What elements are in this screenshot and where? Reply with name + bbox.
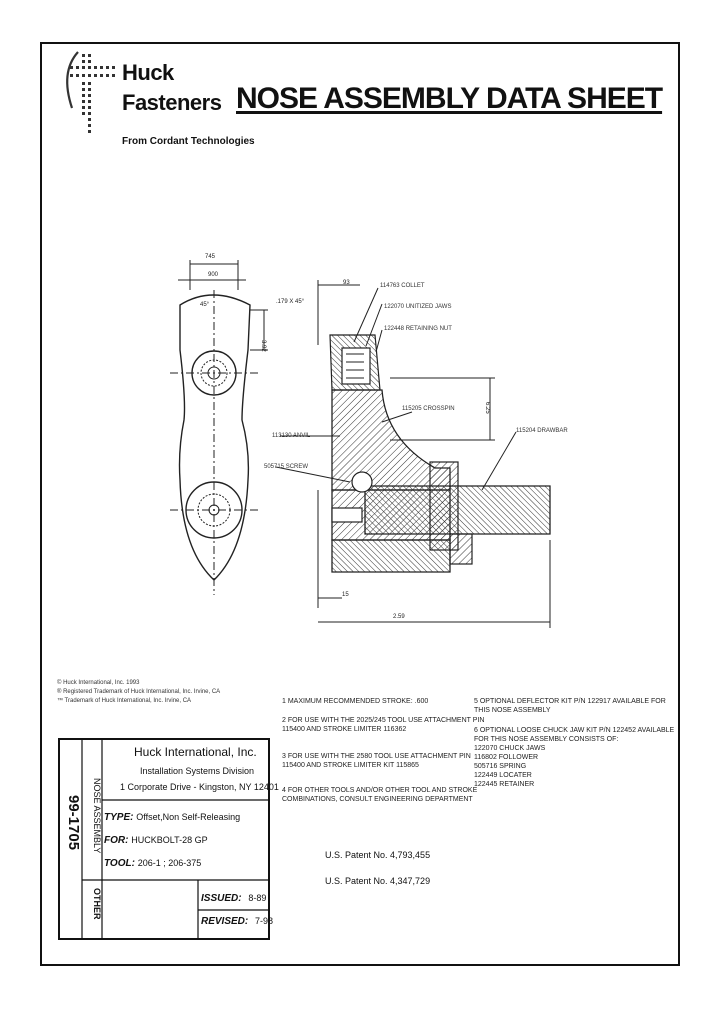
- for-label: FOR:: [104, 835, 129, 846]
- page-border: [40, 42, 680, 966]
- patent-1: U.S. Patent No. 4,793,455: [325, 850, 431, 860]
- type-row: TYPE: Offset,Non Self-Releasing: [104, 812, 240, 823]
- huck-logo: [66, 51, 115, 133]
- revised-row: REVISED: 7-98: [201, 916, 273, 927]
- dim-collet-width: 93: [343, 280, 350, 286]
- label-retaining-nut: 122448 RETAINING NUT: [384, 326, 452, 332]
- doc-number: 99-1705: [65, 795, 82, 851]
- dim-height: 6.25: [484, 402, 490, 414]
- note-6: 6 OPTIONAL LOOSE CHUCK JAW KIT P/N 12245…: [474, 727, 675, 788]
- note-2: 2 FOR USE WITH THE 2025/245 TOOL USE ATT…: [282, 717, 485, 733]
- label-screw: 505715 SCREW: [264, 464, 309, 470]
- brand-name-line2: Fasteners: [122, 90, 222, 115]
- trademark-line: ™ Trademark of Huck International, Inc. …: [57, 698, 192, 704]
- brand-name-line1: Huck: [122, 60, 174, 85]
- type-value: Offset,Non Self-Releasing: [136, 812, 241, 822]
- issued-label: ISSUED:: [201, 893, 242, 904]
- for-value: HUCKBOLT-28 GP: [131, 835, 208, 845]
- label-jaws: 122070 UNITIZED JAWS: [384, 304, 452, 310]
- type-label: TYPE:: [104, 812, 134, 823]
- doc-other: OTHER: [92, 888, 102, 920]
- dim-length: 2.59: [393, 614, 405, 620]
- issued-value: 8-89: [248, 893, 267, 903]
- dim-bottom-small: 15: [342, 592, 349, 598]
- dim-chamfer: .179 X 45°: [276, 299, 305, 305]
- revised-value: 7-98: [255, 916, 274, 926]
- issued-row: ISSUED: 8-89: [201, 893, 266, 904]
- company-address: 1 Corporate Drive - Kingston, NY 12401: [120, 782, 279, 792]
- label-collet: 114763 COLLET: [380, 283, 425, 289]
- nose-assembly-drawing: [170, 260, 551, 628]
- doc-category: NOSE ASSEMBLY: [92, 778, 102, 854]
- tool-row: TOOL: 206-1 ; 206-375: [104, 858, 201, 869]
- note-4: 4 FOR OTHER TOOLS AND/OR OTHER TOOL AND …: [282, 787, 478, 803]
- note-5: 5 OPTIONAL DEFLECTOR KIT P/N 122917 AVAI…: [474, 698, 666, 714]
- company-division: Installation Systems Division: [140, 766, 255, 776]
- revised-label: REVISED:: [201, 916, 249, 927]
- note-1: 1 MAXIMUM RECOMMENDED STROKE: .600: [282, 698, 429, 705]
- dim-top-width: 745: [205, 254, 216, 260]
- dim-side: 3.92: [260, 340, 266, 352]
- note-3: 3 FOR USE WITH THE 2580 TOOL USE ATTACHM…: [282, 753, 471, 769]
- page-title: NOSE ASSEMBLY DATA SHEET: [236, 82, 663, 115]
- label-drawbar: 115204 DRAWBAR: [516, 428, 568, 434]
- label-anvil: 113130 ANVIL: [272, 433, 311, 439]
- tool-label: TOOL:: [104, 858, 135, 869]
- label-crosspin: 115205 CROSSPIN: [402, 406, 455, 412]
- patent-2: U.S. Patent No. 4,347,729: [325, 876, 431, 886]
- dim-angle: 45°: [200, 302, 210, 308]
- title-block-frame: [58, 738, 270, 940]
- company-name: Huck International, Inc.: [134, 745, 257, 759]
- brand-tagline: From Cordant Technologies: [122, 136, 255, 147]
- tool-value: 206-1 ; 206-375: [137, 858, 202, 868]
- trademark-line: ® Registered Trademark of Huck Internati…: [57, 689, 221, 695]
- dim-top-width-2: 900: [208, 272, 219, 278]
- trademark-line: © Huck International, Inc. 1993: [57, 680, 140, 686]
- for-row: FOR: HUCKBOLT-28 GP: [104, 835, 208, 846]
